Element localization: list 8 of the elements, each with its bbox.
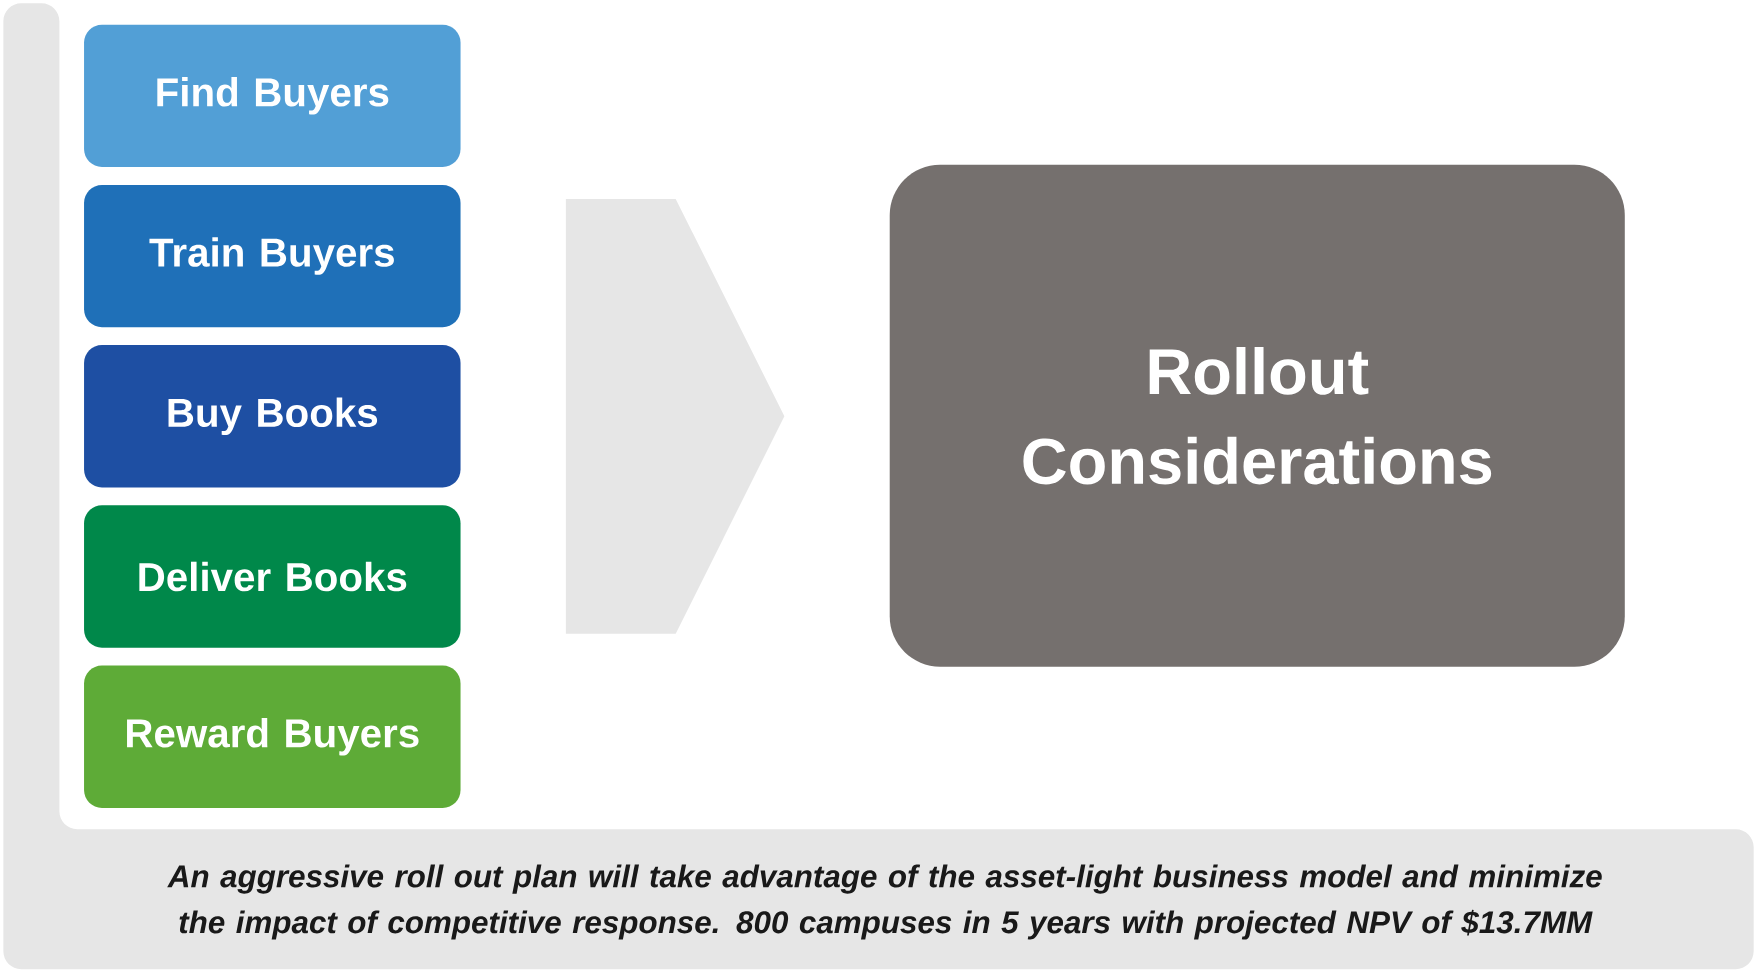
step-box: Train Buyers bbox=[84, 185, 461, 328]
caption-text: An aggressive roll out plan will take advantage of the asset-light business model and minimize the impact of competitive response. 800 campuses in 5 years with projected NPV of $13.7MM bbox=[167, 864, 1602, 940]
step-box: Deliver Books bbox=[84, 505, 461, 648]
chevron-arrow bbox=[565, 199, 785, 634]
step-box: Find Buyers bbox=[84, 24, 461, 168]
step-box: Buy Books bbox=[84, 345, 461, 488]
summary-box: Rollout Considerations bbox=[889, 164, 1625, 667]
step-box: Reward Buyers bbox=[84, 665, 461, 809]
